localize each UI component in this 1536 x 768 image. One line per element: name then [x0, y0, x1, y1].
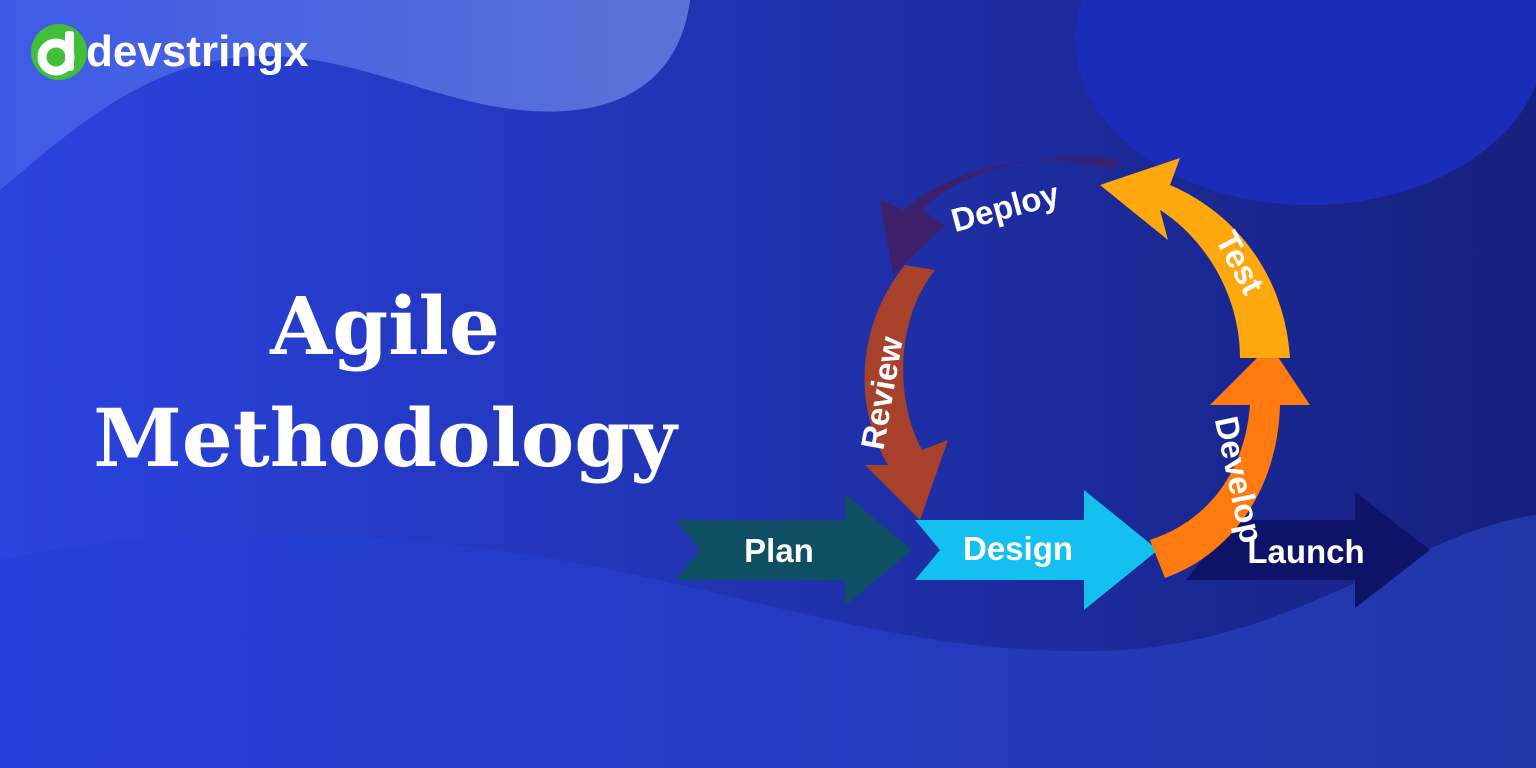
- review-arrow: [864, 265, 948, 520]
- launch-arrow: [1186, 492, 1430, 608]
- brand-logo[interactable]: devstringx: [30, 20, 309, 84]
- launch-label: Launch: [1247, 533, 1364, 570]
- headline-line-2: Methodology: [93, 391, 677, 485]
- headline-line-1: Agile: [270, 279, 500, 373]
- top-right-circle: [1075, 0, 1536, 205]
- logo-text: devstringx: [86, 27, 309, 76]
- deploy-arrow: [880, 157, 1120, 275]
- top-left-blob: [0, 0, 690, 190]
- bottom-wave: [0, 515, 1536, 768]
- develop-arrow: [1150, 345, 1310, 578]
- plan-arrow: [676, 494, 912, 606]
- design-arrow: [915, 490, 1158, 610]
- test-arrow: [1100, 158, 1290, 358]
- logo-mark-icon: [31, 24, 87, 80]
- plan-label: Plan: [744, 532, 814, 569]
- deploy-label: Deploy: [947, 175, 1063, 239]
- design-label: Design: [963, 530, 1073, 567]
- headline: Agile Methodology: [60, 270, 710, 494]
